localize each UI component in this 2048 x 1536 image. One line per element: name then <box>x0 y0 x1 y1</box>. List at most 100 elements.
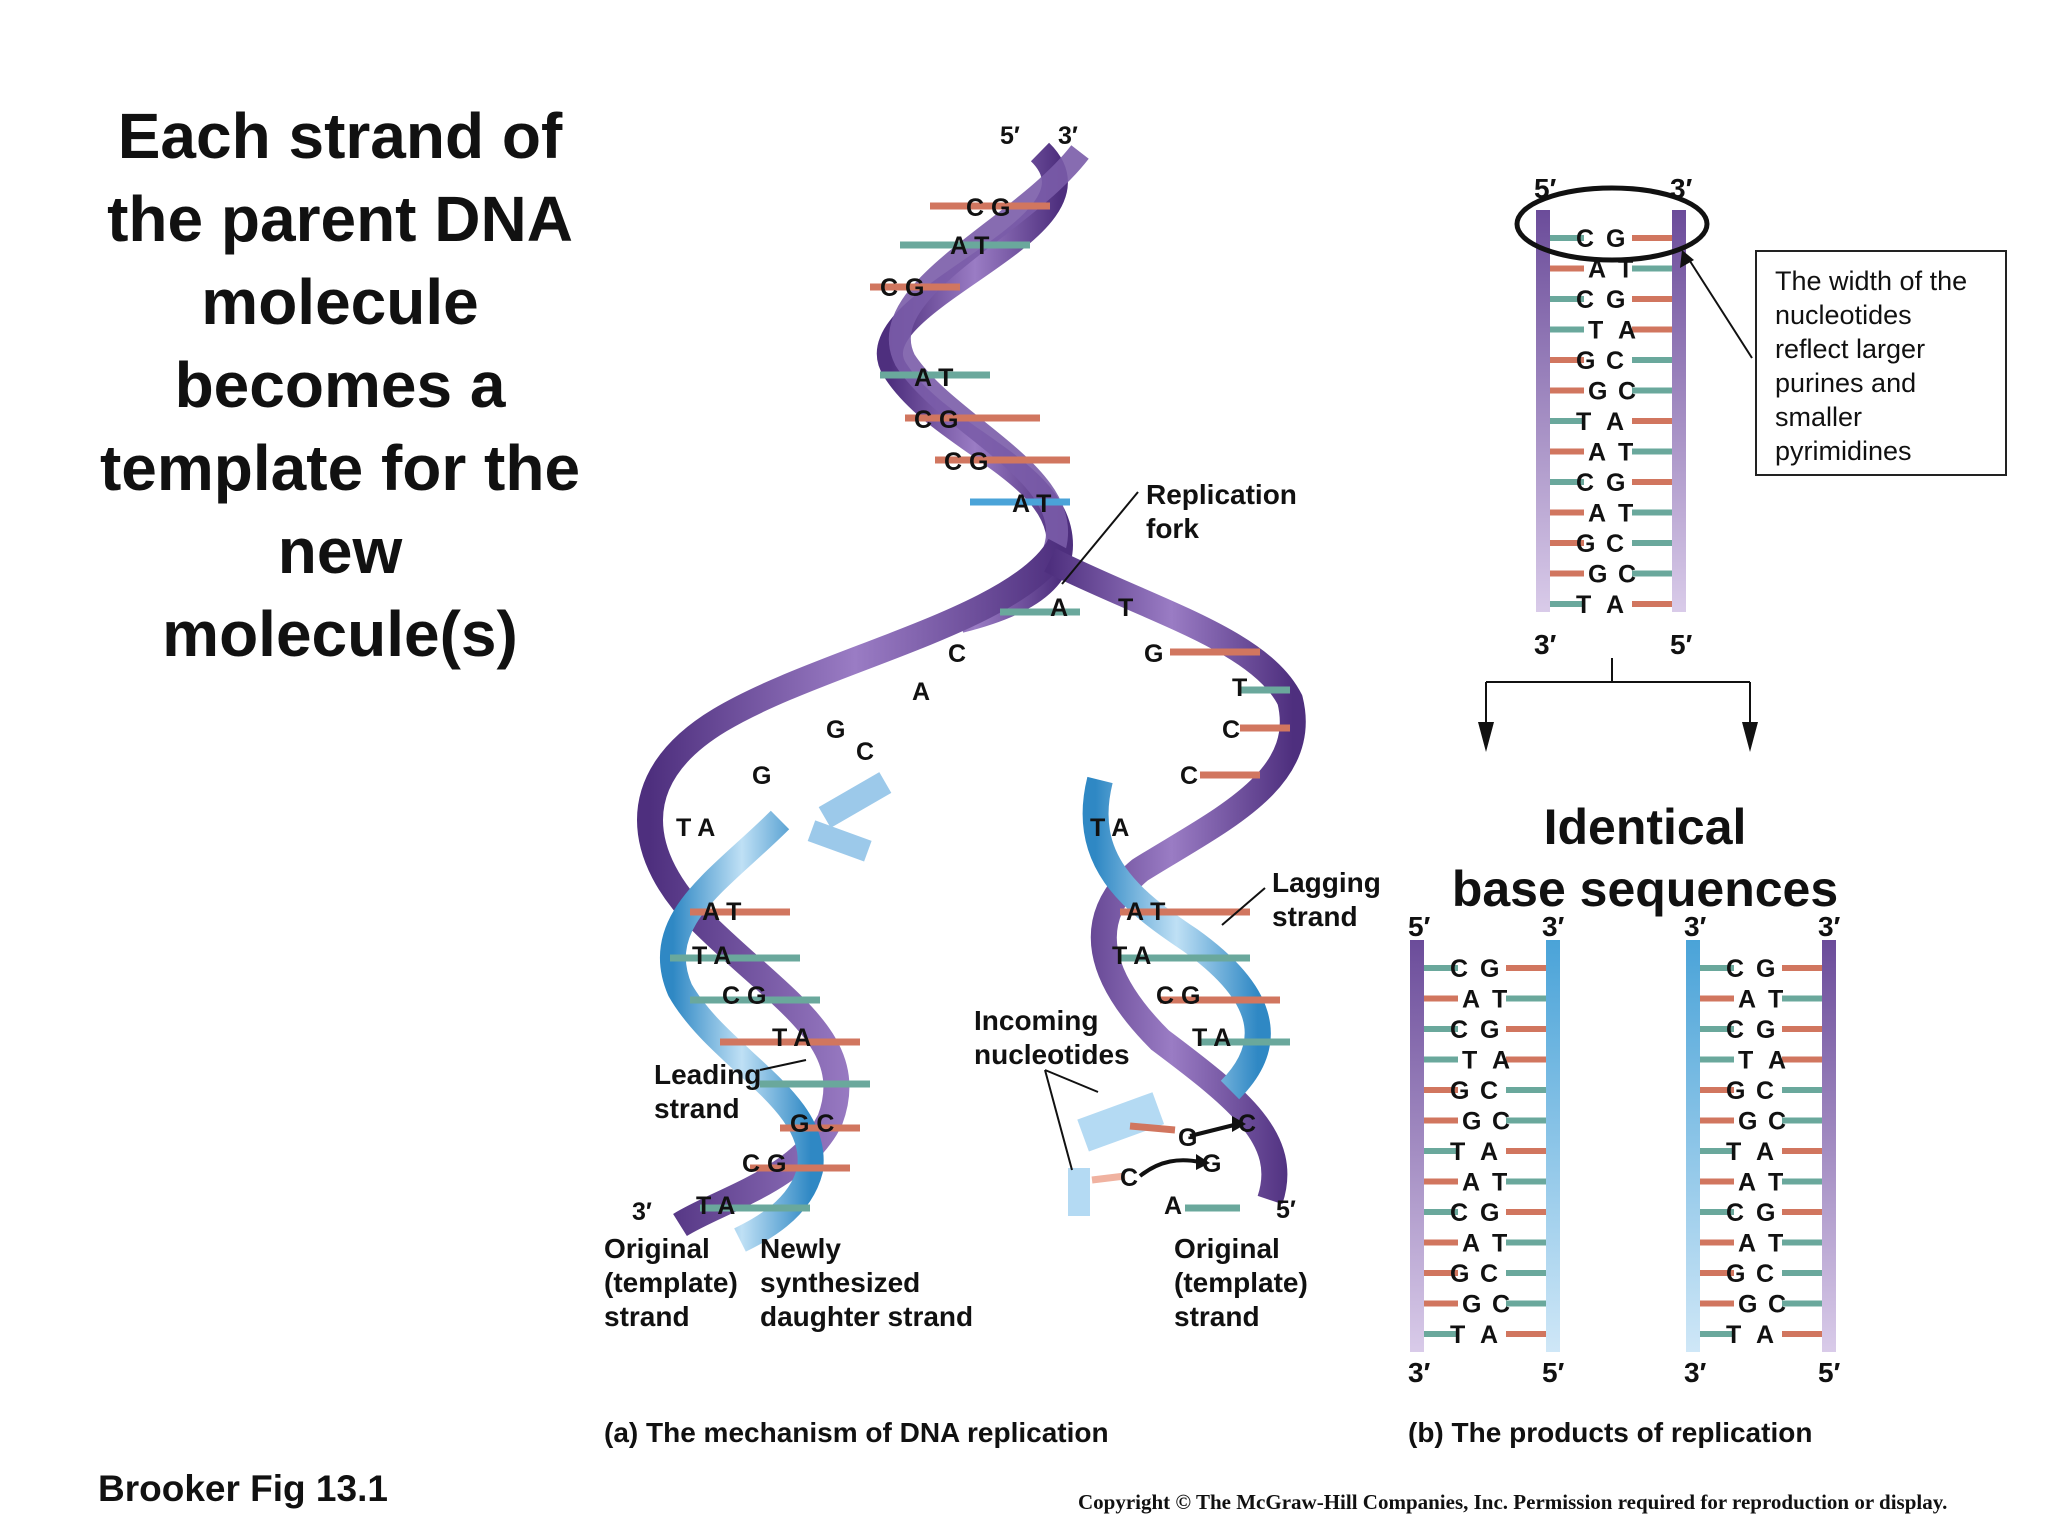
label-line: Replication <box>1146 479 1297 510</box>
identical-sequences-heading: Identical base sequences <box>1440 796 1850 920</box>
base-letter: C <box>1618 378 1636 406</box>
note-line: pyrimidines <box>1775 436 1912 466</box>
base-letter: T <box>1450 1321 1465 1349</box>
base-pair-label: T A <box>692 942 731 970</box>
base-label: T <box>1232 674 1247 702</box>
copyright-notice: Copyright © The McGraw-Hill Companies, I… <box>1078 1490 1948 1514</box>
base-letter: G <box>1480 1016 1499 1044</box>
base-label: G <box>752 762 771 790</box>
headline-line: new <box>277 515 403 587</box>
base-letter: T <box>1738 1047 1753 1075</box>
ladder-backbone-left <box>1410 940 1424 1352</box>
base-letter: T <box>1618 439 1633 467</box>
base-letter: G <box>1726 1077 1745 1105</box>
base-letter: A <box>1462 986 1480 1014</box>
label-line: strand <box>654 1093 740 1124</box>
base-label: G <box>1202 1150 1221 1178</box>
base-letter: C <box>1450 955 1468 983</box>
base-letter: A <box>1606 408 1624 436</box>
leader-lines <box>759 491 1266 1171</box>
strand-end-label: 5′ <box>1542 1357 1565 1388</box>
base-letter: G <box>1606 286 1625 314</box>
base-letter: A <box>1588 439 1606 467</box>
base-letter: T <box>1726 1321 1741 1349</box>
leader-line <box>759 1059 807 1071</box>
base-letter: T <box>1768 986 1783 1014</box>
base-letter: G <box>1450 1260 1469 1288</box>
nucleotide-fragment <box>807 820 872 862</box>
arrow-icon <box>1232 1116 1246 1132</box>
base-letter: A <box>1738 986 1756 1014</box>
base-letter: G <box>1450 1077 1469 1105</box>
strand-end-label: 3′ <box>1058 122 1078 150</box>
base-label: T <box>1118 594 1133 622</box>
arrow-down-icon <box>1742 722 1758 752</box>
headline-line: Each strand of <box>117 100 563 172</box>
base-letter: T <box>1726 1138 1741 1166</box>
split-arrows <box>1478 658 1758 752</box>
headline-line: becomes a <box>174 349 506 421</box>
heading-line: Identical <box>1543 799 1747 855</box>
base-letter: G <box>1738 1291 1757 1319</box>
base-letter: T <box>1450 1138 1465 1166</box>
right-template-strand <box>1044 548 1306 1205</box>
base-pair-label: G C <box>790 1110 834 1138</box>
base-letter: C <box>1576 225 1594 253</box>
base-label: C <box>1238 1110 1256 1138</box>
base-pair-label: T A <box>772 1024 811 1052</box>
arrow-icon <box>1680 250 1694 268</box>
base-letter: A <box>1768 1047 1786 1075</box>
base-letter: A <box>1492 1047 1510 1075</box>
base-letter: G <box>1588 378 1607 406</box>
base-label: C <box>1120 1164 1138 1192</box>
label-line: strand <box>1272 901 1358 932</box>
panel-a-caption: (a) The mechanism of DNA replication <box>604 1417 1109 1448</box>
base-letter: G <box>1588 561 1607 589</box>
base-letter: T <box>1576 408 1591 436</box>
base-label: G <box>1144 640 1163 668</box>
base-letter: G <box>1756 1199 1775 1227</box>
base-letter: G <box>1480 955 1499 983</box>
ladder-backbone-right <box>1672 210 1686 612</box>
base-rung <box>1129 1122 1176 1134</box>
strand-end-label: 5′ <box>1670 629 1693 660</box>
strand-end-label: 3′ <box>1684 911 1707 942</box>
base-letter: C <box>1492 1108 1510 1136</box>
base-pair-label: A T <box>1126 898 1165 926</box>
base-pair-label: C G <box>742 1150 786 1178</box>
headline-line: template for the <box>99 432 581 504</box>
replication-fork-label: Replication fork <box>1146 478 1297 546</box>
base-letter: C <box>1450 1199 1468 1227</box>
base-letter: A <box>1756 1138 1774 1166</box>
base-letter: G <box>1606 469 1625 497</box>
base-letter: T <box>1768 1230 1783 1258</box>
base-letter: T <box>1618 500 1633 528</box>
base-letter: T <box>1492 1169 1507 1197</box>
base-letter: T <box>1618 256 1633 284</box>
arrow-down-icon <box>1478 722 1494 752</box>
base-letter: C <box>1726 1016 1744 1044</box>
base-letter: G <box>1726 1260 1745 1288</box>
base-letter: C <box>1756 1077 1774 1105</box>
parent-base-rungs <box>870 202 1070 506</box>
strand-end-label: 3′ <box>632 1198 652 1226</box>
base-pair-label: T A <box>1112 942 1151 970</box>
arrow-icon <box>1189 1122 1239 1138</box>
base-letter: A <box>1738 1169 1756 1197</box>
nucleotide-fragment <box>1077 1092 1165 1152</box>
headline-line: molecule(s) <box>162 598 518 670</box>
base-letter: A <box>1756 1321 1774 1349</box>
label-line: Original <box>604 1233 710 1264</box>
base-label: C <box>948 640 966 668</box>
note-line: smaller <box>1775 402 1863 432</box>
base-label: G <box>826 716 845 744</box>
base-letter: A <box>1738 1230 1756 1258</box>
base-letter: C <box>1492 1291 1510 1319</box>
label-line: daughter strand <box>760 1301 974 1332</box>
headline-line: the parent DNA <box>107 183 573 255</box>
label-line: Newly <box>760 1233 841 1264</box>
parent-ladder <box>1514 185 1753 612</box>
original-template-right-label: Original (template) strand <box>1174 1232 1308 1334</box>
note-line: nucleotides <box>1775 300 1912 330</box>
